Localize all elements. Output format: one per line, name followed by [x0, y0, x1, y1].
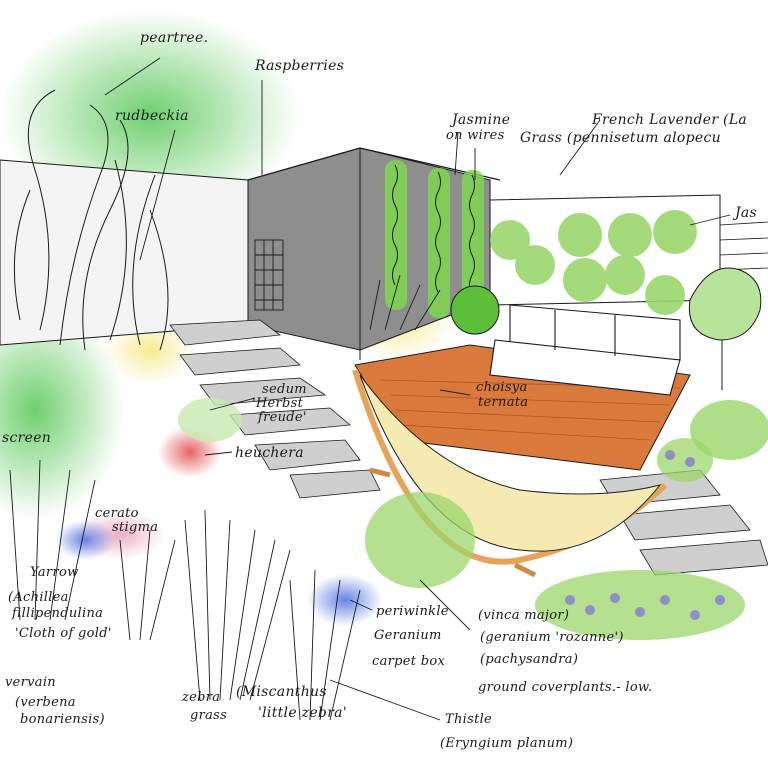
hammock-stand	[369, 467, 537, 578]
label-vinca: (vinca major)	[478, 608, 570, 623]
label-sedum-1: sedum	[262, 382, 307, 397]
label-ground-cover: ground coverplants.- low.	[478, 680, 653, 695]
label-geranium-rozanne: (geranium 'rozanne')	[480, 630, 624, 645]
label-sedum-3: freude'	[258, 410, 307, 425]
label-geranium: Geranium	[374, 628, 442, 643]
label-vervain-3: bonariensis)	[20, 712, 105, 727]
label-grass: Grass (pennisetum alopecu	[520, 130, 721, 146]
label-french-lavender: French Lavender (La	[592, 112, 748, 128]
label-sedum-2: 'Herbst	[252, 396, 304, 411]
label-thistle: Thistle	[445, 712, 493, 727]
sofa-icon	[489, 304, 681, 396]
label-zebra-2: grass	[190, 708, 228, 723]
label-carpet-box: carpet box	[372, 654, 446, 669]
label-zebra-1: zebra	[182, 690, 221, 705]
sedum-shrub	[178, 398, 242, 442]
label-cerato-1: cerato	[95, 506, 139, 521]
ground-cover-left	[365, 492, 475, 588]
label-rudbeckia: rudbeckia	[115, 108, 189, 124]
blue-wash-cerato	[55, 520, 115, 560]
label-achillea-1: (Achillea	[8, 590, 69, 605]
label-miscanthus-1: (Miscanthus	[236, 684, 327, 700]
label-jas-right: Jas	[735, 205, 758, 221]
jasmine-vines	[392, 164, 475, 296]
label-jasmine-2: on wires	[446, 128, 505, 143]
jasmine-strip-2	[428, 168, 450, 318]
label-vervain-2: (verbena	[15, 695, 76, 710]
label-cerato-2: stigma	[112, 520, 159, 535]
label-choisya-1: choisya	[476, 380, 528, 395]
label-eryngium: (Eryngium planum)	[440, 736, 574, 751]
label-peartree: peartree.	[140, 30, 209, 46]
shrub-right-cluster	[690, 400, 768, 460]
jasmine-strip-3	[462, 170, 484, 320]
label-jasmine-1: Jasmine	[452, 112, 511, 128]
small-tree-icon	[688, 267, 762, 390]
label-heuchera: heuchera	[235, 445, 304, 461]
back-fence-left	[0, 159, 249, 346]
agapanthus-blue-wash	[307, 574, 383, 626]
label-raspberries: Raspberries	[255, 58, 345, 74]
jasmine-strip-1	[385, 160, 407, 310]
topiary-ball-icon	[450, 285, 500, 335]
trellis-icon	[254, 239, 284, 311]
label-vervain-1: vervain	[5, 675, 56, 690]
label-yarrow: Yarrow	[30, 565, 79, 580]
deck-boards	[379, 379, 681, 441]
right-fence-lines	[719, 221, 768, 271]
lavender-dots	[565, 450, 725, 620]
label-achillea-3: 'Cloth of gold'	[15, 626, 112, 641]
ground-cover-right	[535, 570, 745, 640]
grass-strokes	[9, 274, 441, 721]
label-achillea-2: fillipendulina	[12, 606, 104, 621]
label-periwinkle: periwinkle	[376, 604, 449, 619]
label-miscanthus-2: 'little zebra'	[258, 705, 347, 721]
leader-lines	[104, 57, 731, 721]
left-green-wash	[0, 300, 125, 520]
paving-path	[169, 319, 768, 576]
shrub-right-ball	[657, 438, 713, 482]
label-screen: screen	[2, 430, 52, 446]
label-choisya-2: ternata	[478, 395, 529, 410]
shrub-balls	[490, 210, 697, 315]
rudbeckia-stems	[13, 89, 169, 351]
label-pachysandra: (pachysandra)	[480, 652, 579, 667]
